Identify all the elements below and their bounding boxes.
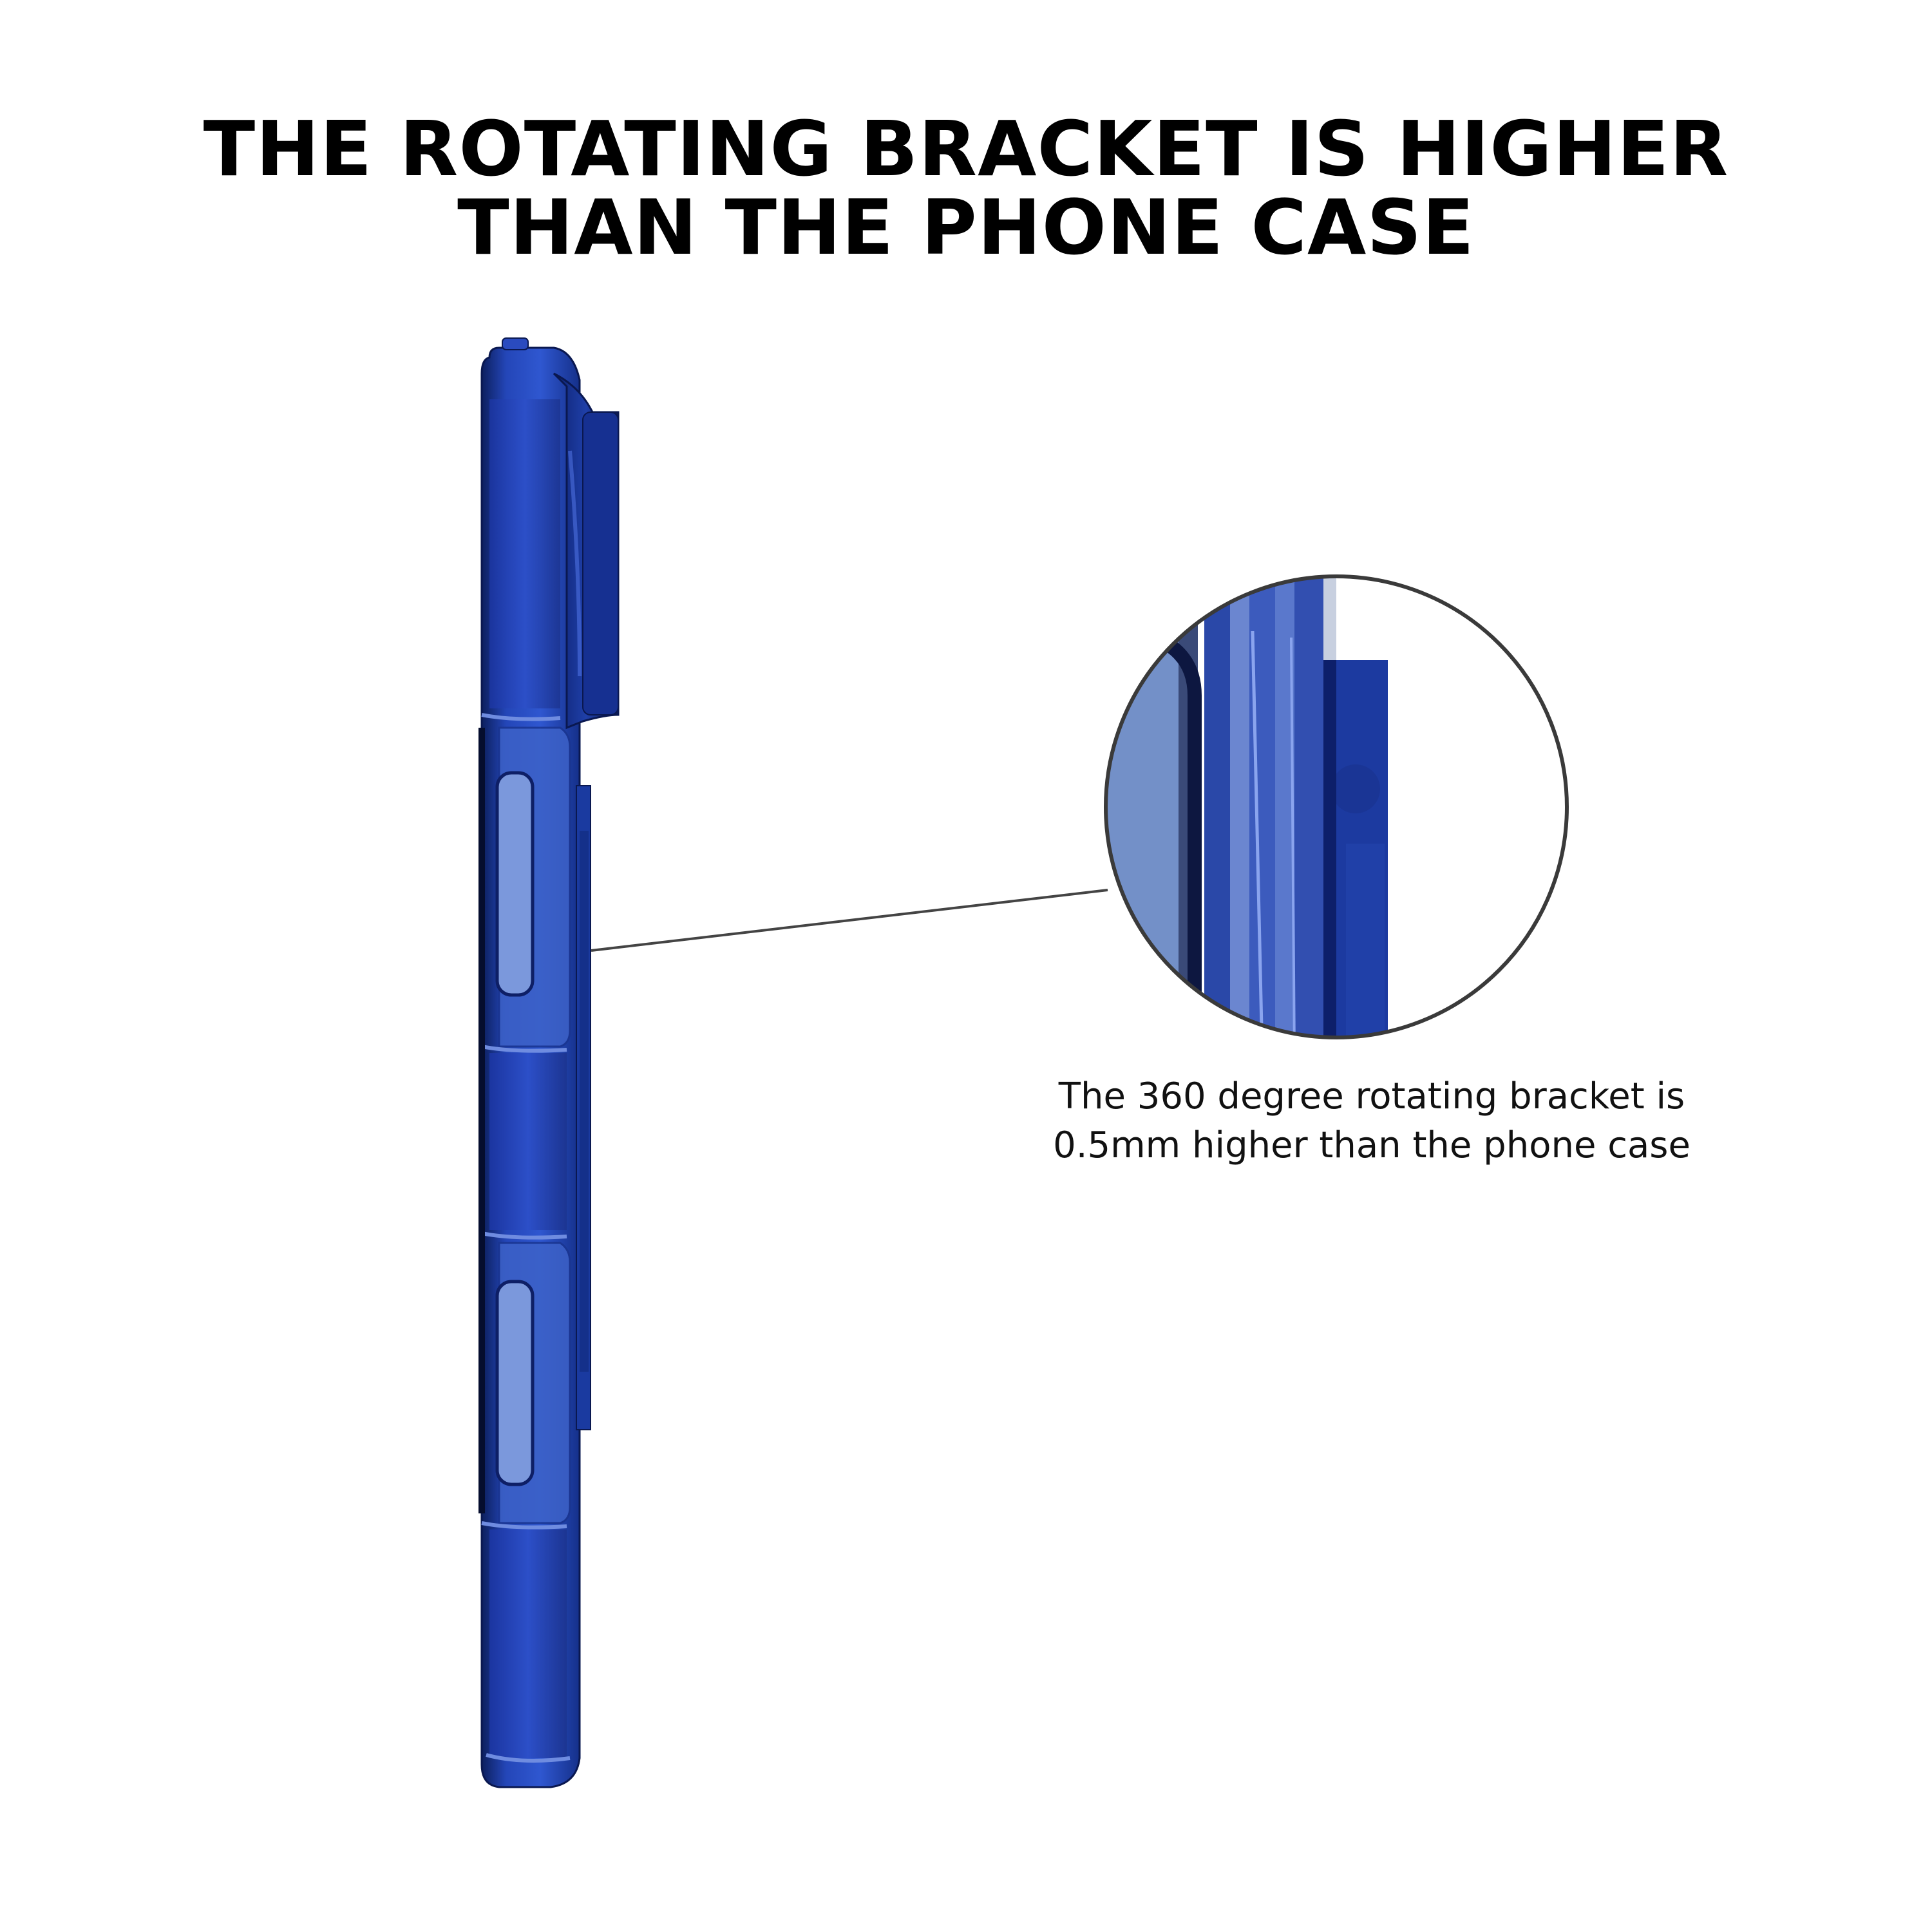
phone-case-side-view (478, 337, 620, 1788)
headline: THE ROTATING BRACKET IS HIGHER THAN THE … (0, 109, 1932, 267)
power-button (495, 1280, 535, 1486)
callout-line (591, 889, 1108, 952)
volume-button (495, 771, 535, 997)
caption: The 360 degree rotating bracket is 0.5mm… (985, 1072, 1758, 1170)
caption-line-1: The 360 degree rotating bracket is (1058, 1075, 1685, 1117)
zoom-detail-circle (1104, 574, 1569, 1039)
headline-line-1: THE ROTATING BRACKET IS HIGHER (203, 104, 1729, 193)
headline-line-2: THAN THE PHONE CASE (457, 183, 1475, 272)
caption-line-2: 0.5mm higher than the phone case (1053, 1124, 1690, 1166)
